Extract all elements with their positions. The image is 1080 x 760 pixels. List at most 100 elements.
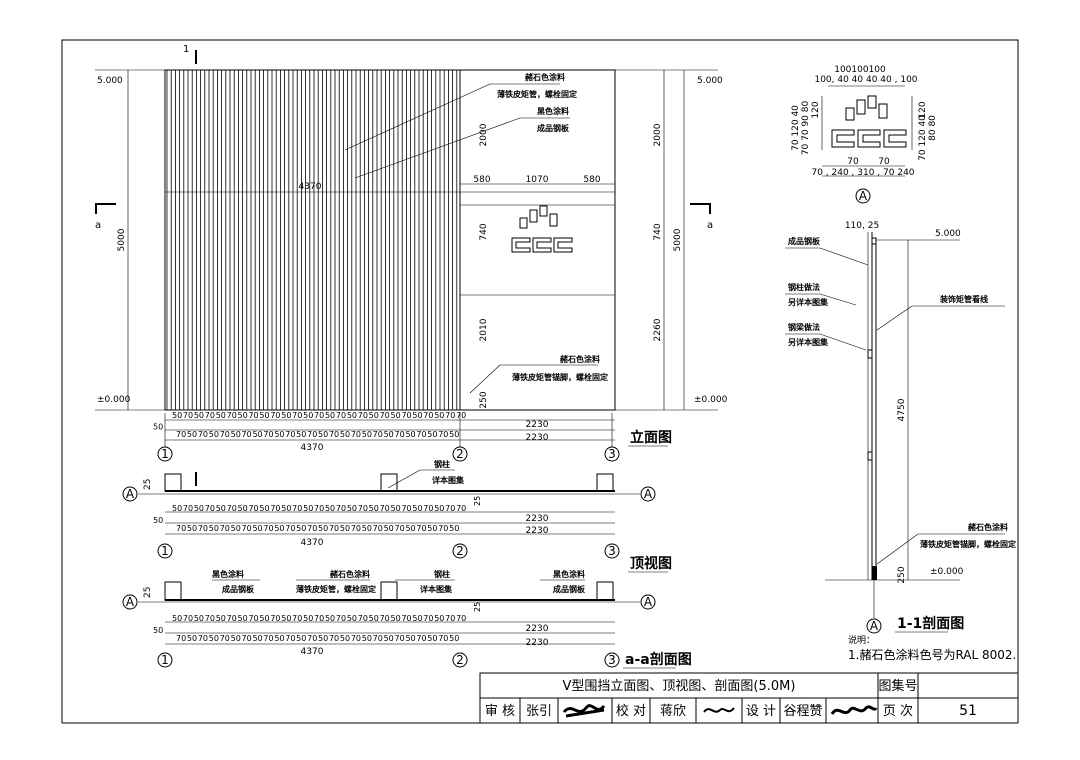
spacing-dim-bottom: 50 (405, 634, 415, 643)
spacing-dim-bottom: 70 (263, 634, 273, 643)
aa-dim-2230-b: 2230 (526, 638, 549, 648)
elevation-view: 4370 580 1070 580 2000 740 2010 250 2000… (95, 44, 728, 462)
spacing-dim-top: 70 (314, 614, 324, 623)
spacing-dim-top: 70 (314, 504, 324, 513)
spacing-dim-bottom: 50 (231, 524, 241, 533)
spacing-dim-bottom: 70 (176, 524, 186, 533)
spacing-dim-bottom: 50 (427, 430, 437, 439)
spacing-dim-bottom: 70 (242, 430, 252, 439)
spacing-dim-top: 70 (401, 614, 411, 623)
spacing-dim-top: 50 (281, 411, 291, 420)
spacing-dim-bottom: 70 (285, 430, 295, 439)
spacing-dim-bottom: 50 (231, 430, 241, 439)
spacing-dim-bottom: 50 (209, 634, 219, 643)
spacing-dim-top: 50 (303, 614, 313, 623)
spacing-dim-top: 50 (194, 504, 204, 513)
section-a-right-label: a (707, 220, 713, 231)
logo-dims-bottom2: 70 (878, 157, 890, 167)
spacing-dim-top: 70 (205, 411, 215, 420)
spacing-dim-bottom: 70 (263, 430, 273, 439)
spacing-dim-bottom: 50 (187, 430, 197, 439)
spacing-dim-bottom: 50 (384, 430, 394, 439)
spacing-dim-bottom: 50 (296, 634, 306, 643)
spacing-dim-bottom: 70 (329, 430, 339, 439)
spacing-dim-bottom: 70 (395, 430, 405, 439)
spacing-dim-bottom: 50 (318, 524, 328, 533)
section-mark-a-right (690, 203, 711, 214)
rdim-2000-a: 2000 (479, 123, 489, 146)
spacing-dim-bottom: 50 (449, 524, 459, 533)
spacing-dim-top: 70 (358, 614, 368, 623)
spacing-dim-top: 70 (183, 504, 193, 513)
spacing-dim-top: 50 (391, 411, 401, 420)
topview-overall-4370: 4370 (301, 538, 324, 548)
topview-dim-2230-b: 2230 (526, 526, 549, 536)
spacing-dim-bottom: 50 (405, 430, 415, 439)
level-top-left: 5.000 (97, 76, 123, 86)
spacing-dim-bottom: 70 (395, 524, 405, 533)
s11-dim-250: 250 (897, 566, 907, 583)
elev-dim-2230-a: 2230 (526, 420, 549, 430)
level-base-left: ±0.000 (97, 395, 131, 405)
spacing-dim-top: 50 (412, 411, 422, 420)
spacing-dim-bottom: 50 (362, 430, 372, 439)
logo-dims-right: 120 (811, 101, 821, 118)
spacing-dim-top: 50 (391, 614, 401, 623)
elev-dim-2230-b: 2230 (526, 433, 549, 443)
spacing-dim-bottom: 70 (220, 634, 230, 643)
topview-dim-25: 25 (143, 479, 153, 490)
spacing-dim-top: 70 (292, 614, 302, 623)
aa-axis-a-left: A (126, 595, 135, 609)
spacing-dim-top: 50 (238, 411, 248, 420)
s11-callout-1: 成品钢板 (788, 236, 821, 246)
spacing-dim-top: 70 (183, 411, 193, 420)
aa-overall-4370: 4370 (301, 647, 324, 657)
spacing-dim-top: 50 (216, 614, 226, 623)
spacing-dim-bottom: 50 (449, 430, 459, 439)
spacing-dim-top: 70 (314, 411, 324, 420)
spacing-dim-top: 50 (391, 504, 401, 513)
rdim-740-b: 740 (653, 223, 663, 240)
rdim-2000-b: 2000 (653, 123, 663, 146)
spacing-dim-bottom: 70 (307, 430, 317, 439)
topview-dim-2230-a: 2230 (526, 514, 549, 524)
topview-axis-a-left: A (126, 487, 135, 501)
logo-dims-top2: 100, 40 40 40 40 , 100 (814, 75, 917, 85)
spacing-dim-top: 70 (423, 504, 433, 513)
topview-callout-2: 详本图集 (432, 475, 465, 485)
spacing-dim-top: 70 (248, 504, 258, 513)
logo-detail-label: A (859, 189, 868, 203)
spacing-dim-top: 50 (347, 614, 357, 623)
spacing-dim-top: 70 (270, 411, 280, 420)
spacing-dim-top: 70 (445, 614, 455, 623)
design-name: 谷程赞 (783, 704, 822, 719)
spacing-dim-bottom: 70 (416, 524, 426, 533)
spacing-dim-bottom: 50 (340, 430, 350, 439)
spacing-dim-top: 50 (325, 411, 335, 420)
spacing-dim-bottom: 50 (405, 524, 415, 533)
spacing-dim-bottom: 70 (438, 430, 448, 439)
drawing-title: V型围挡立面图、顶视图、剖面图(5.0M) (563, 679, 796, 694)
spacing-dim-top: 70 (456, 411, 466, 420)
s11-dims-top: 110, 25 (845, 221, 879, 231)
spacing-dim-bottom: 50 (209, 430, 219, 439)
spacing-dim-bottom: 70 (176, 430, 186, 439)
steel-column-2 (380, 473, 398, 492)
spacing-dim-top: 50 (259, 614, 269, 623)
spacing-dim-bottom: 70 (176, 634, 186, 643)
spacing-dim-bottom: 50 (231, 634, 241, 643)
spacing-dim-bottom: 70 (416, 430, 426, 439)
spacing-dim-top: 50 (194, 614, 204, 623)
spacing-dim-top: 50 (172, 411, 182, 420)
spacing-dim-top: 70 (401, 411, 411, 420)
spacing-dim-top: 70 (423, 614, 433, 623)
spacing-dim-top: 50 (172, 504, 182, 513)
spacing-dim-top: 50 (281, 504, 291, 513)
spacing-dim-bottom: 50 (252, 524, 262, 533)
spacing-dim-bottom: 50 (427, 524, 437, 533)
spacing-dim-top: 70 (358, 411, 368, 420)
spacing-dim-start: 50 (153, 626, 163, 635)
spacing-dim-start: 50 (153, 516, 163, 525)
